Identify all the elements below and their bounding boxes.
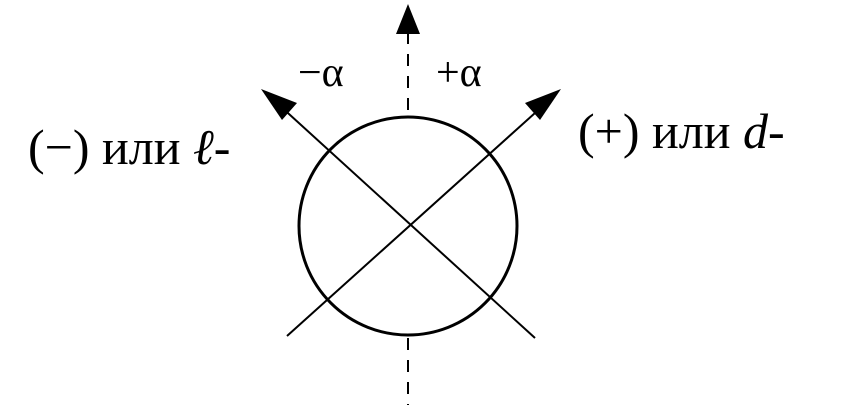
levorotatory-label-suffix: - — [214, 119, 231, 175]
negative-alpha-label: −α — [298, 50, 344, 96]
levorotatory-label: (−) или ℓ- — [28, 119, 230, 175]
dextrorotatory-label-prefix: (+) или — [578, 103, 743, 159]
left-rotation-line — [277, 103, 536, 339]
levorotatory-label-letter: ℓ — [193, 119, 214, 175]
right-rotation-arrowhead — [525, 89, 561, 120]
right-rotation-line — [286, 103, 546, 337]
dextrorotatory-label-suffix: - — [768, 103, 785, 159]
sample-circle — [297, 115, 519, 337]
dextrorotatory-label: (+) или d- — [578, 103, 785, 159]
left-rotation-arrowhead — [261, 89, 297, 120]
dextrorotatory-label-letter: d — [743, 103, 769, 159]
vertical-axis-arrowhead — [396, 4, 420, 34]
positive-alpha-label: +α — [436, 50, 482, 96]
levorotatory-label-prefix: (−) или — [28, 119, 193, 175]
